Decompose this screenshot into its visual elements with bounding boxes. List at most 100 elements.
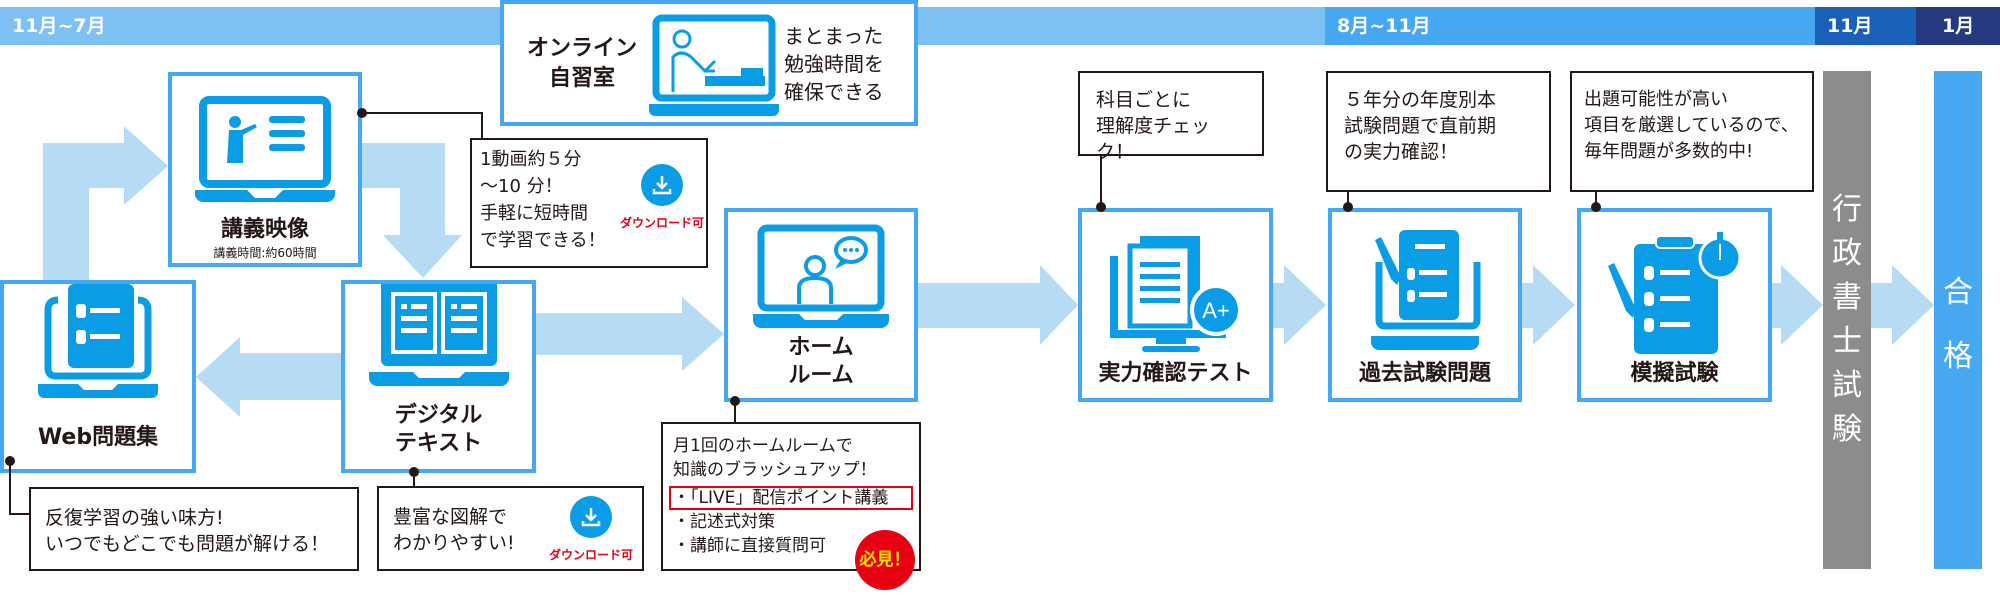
node-lecture-video[interactable]: 講義映像 講義時間:約60時間: [168, 72, 362, 267]
connector-dot: [1591, 202, 1601, 212]
arrow-past-to-mock: [1522, 265, 1575, 345]
connector-line: [481, 112, 483, 139]
clipboard-stopwatch-icon: [1607, 232, 1741, 354]
node-label: 模擬試験: [1630, 361, 1719, 386]
timeline-period-2: 8月~11月: [1325, 7, 1815, 45]
node-homeroom[interactable]: ホーム ルーム: [724, 208, 918, 402]
connector-dot: [1343, 202, 1353, 212]
pass-label-char: 格: [1943, 339, 1973, 374]
callout-line: ５年分の年度別本: [1344, 89, 1497, 111]
callout-line: の実力確認！: [1344, 141, 1459, 163]
download-icon: [641, 164, 683, 206]
callout-line: いつでもどこでも問題が解ける！: [45, 533, 330, 555]
arrow-homeroom-to-test: [918, 265, 1078, 345]
callout-line: 毎年問題が多数的中!: [1584, 141, 1754, 162]
node-label-line: ホーム: [788, 335, 854, 360]
node-label-line: ルーム: [788, 363, 854, 388]
callout-line: わかりやすい!: [393, 532, 515, 554]
lecture-duration: 講義時間:約60時間: [213, 246, 317, 260]
callout-web: 反復学習の強い味方! いつでもどこでも問題が解ける！: [29, 487, 359, 571]
callout-past: ５年分の年度別本 試験問題で直前期 の実力確認！: [1326, 71, 1551, 192]
administrative-scrivener-exam-bar: 行政書士試験: [1823, 71, 1871, 569]
download-badge[interactable]: ダウンロード可: [620, 164, 704, 237]
tablet-checklist-icon: [38, 284, 158, 398]
node-label-line: デジタル: [394, 403, 483, 428]
callout-line: 月1回のホームルームで: [673, 436, 853, 456]
exam-label-char: 験: [1832, 412, 1862, 447]
callout-line: 試験問題で直前期: [1344, 115, 1497, 137]
teacher-presentation-icon: [195, 96, 335, 202]
online-study-room-box: オンライン 自習室 まとまった 勉強時間を 確保できる: [500, 0, 918, 126]
callout-line: 出題可能性が高い: [1584, 89, 1728, 110]
callout-test: 科目ごとに 理解度チェック！: [1078, 71, 1264, 163]
svg-text:A+: A+: [1202, 298, 1230, 323]
callout-mock: 出題可能性が高い 項目を厳選しているので、 毎年問題が多数的中!: [1570, 71, 1814, 192]
callout-line: ～10 分！: [480, 176, 563, 197]
online-desc-line: 勉強時間を: [784, 52, 884, 76]
download-label: ダウンロード可: [620, 216, 705, 230]
callout-line: で学習できる！: [480, 230, 606, 251]
online-title-line: オンライン: [526, 36, 637, 61]
pass-bar: 合格: [1934, 71, 1982, 569]
connector-line: [734, 400, 736, 422]
callout-line: 1動画約５分: [480, 149, 582, 170]
arrow-digital-to-homeroom: [536, 297, 724, 371]
connector-dot: [1096, 202, 1106, 212]
exam-label-char: 試: [1832, 368, 1862, 403]
callout-line: 科目ごとに: [1096, 89, 1192, 111]
download-label: ダウンロード可: [549, 548, 634, 562]
connector-line: [413, 472, 415, 487]
node-skill-test[interactable]: A+ 実力確認テスト: [1078, 208, 1273, 402]
connector-line: [9, 513, 30, 515]
exam-label-char: 書: [1832, 280, 1862, 315]
node-past-exams[interactable]: 過去試験問題: [1328, 208, 1522, 402]
arrow-web-to-lecture: [43, 126, 168, 280]
callout-bullet: ・記述式対策: [673, 512, 775, 532]
node-digital-text[interactable]: デジタル テキスト: [341, 280, 536, 473]
node-mock-exam[interactable]: 模擬試験: [1577, 208, 1772, 402]
callout-bullet-highlight: ・「LIVE」配信ポイント講義: [669, 486, 913, 510]
node-label: Web問題集: [37, 425, 159, 450]
online-title-line: 自習室: [548, 66, 615, 91]
exam-label-char: 行: [1832, 192, 1862, 227]
arrow-test-to-past: [1273, 265, 1326, 345]
arrow-mock-to-exam: [1772, 265, 1823, 345]
exam-label-char: 政: [1832, 236, 1862, 271]
video-chat-icon: [753, 224, 889, 328]
connector-line: [1347, 191, 1349, 205]
callout-digital: 豊富な図解で わかりやすい! ダウンロード可: [377, 486, 644, 571]
callout-bullet: ・講師に直接質問可: [673, 536, 826, 556]
arrow-digital-to-web: [196, 337, 341, 417]
checklist-pencil-icon: [1371, 230, 1481, 350]
person-studying-at-desk-icon: [649, 14, 779, 116]
callout-line: 豊富な図解で: [393, 506, 508, 528]
callout-homeroom: 月1回のホームルームで 知識のブラッシュアップ！ ・「LIVE」配信ポイント講義…: [661, 422, 921, 571]
timeline-period-4: 1月: [1916, 7, 2000, 45]
exam-label-char: 士: [1832, 324, 1862, 359]
connector-line: [1100, 155, 1102, 205]
online-desc-line: まとまった: [784, 24, 884, 48]
connector-line: [362, 112, 483, 114]
arrow-exam-to-pass: [1871, 265, 1934, 345]
download-icon: [570, 496, 612, 538]
callout-line: 理解度チェック！: [1096, 115, 1211, 163]
connector-line: [1595, 191, 1597, 205]
must-see-badge: 必見！: [855, 530, 915, 590]
callout-line: 反復学習の強い味方!: [45, 507, 224, 529]
monitor-grade-a-plus-icon: A+: [1109, 236, 1242, 352]
online-desc-line: 確保できる: [784, 80, 884, 104]
arrow-lecture-to-digital: [362, 143, 462, 278]
callout-lecture: 1動画約５分 ～10 分！ 手軽に短時間 で学習できる！ ダウンロード可: [470, 138, 708, 268]
pass-label-char: 合: [1943, 275, 1973, 310]
callout-line: 手軽に短時間: [480, 203, 588, 224]
timeline-period-3: 11月: [1815, 7, 1916, 45]
download-badge[interactable]: ダウンロード可: [549, 496, 633, 568]
node-web-questions[interactable]: Web問題集: [0, 280, 196, 473]
node-label: 過去試験問題: [1358, 361, 1491, 386]
node-label: 講義映像: [220, 217, 309, 242]
node-label: 実力確認テスト: [1098, 361, 1253, 386]
callout-line: 項目を厳選しているので、: [1584, 115, 1799, 136]
open-book-icon: [368, 284, 509, 386]
connector-line: [9, 461, 11, 515]
